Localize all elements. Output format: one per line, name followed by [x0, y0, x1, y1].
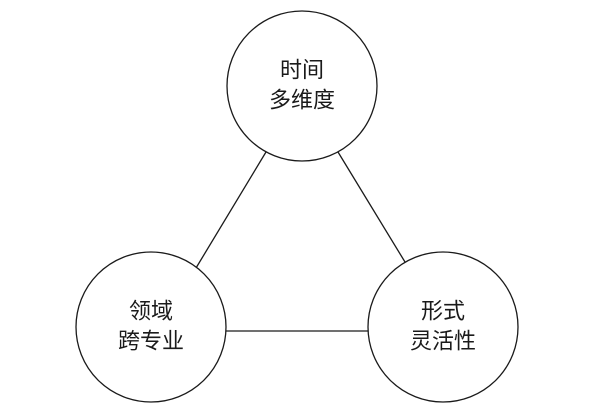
- edge-top-right: [337, 151, 406, 263]
- node-right-line2: 灵活性: [410, 330, 476, 355]
- node-top-circle: [226, 10, 378, 162]
- node-top-line1: 时间: [280, 59, 324, 84]
- node-left-circle: [75, 251, 227, 403]
- node-left: 领域 跨专业: [75, 251, 227, 403]
- edge-top-left: [195, 151, 267, 269]
- node-left-line2: 跨专业: [118, 330, 184, 355]
- node-right-circle: [367, 251, 519, 403]
- node-top-line2: 多维度: [269, 89, 335, 114]
- node-right-line1: 形式: [421, 300, 465, 325]
- node-top: 时间 多维度: [226, 10, 378, 162]
- node-left-line1: 领域: [129, 300, 173, 325]
- node-right: 形式 灵活性: [367, 251, 519, 403]
